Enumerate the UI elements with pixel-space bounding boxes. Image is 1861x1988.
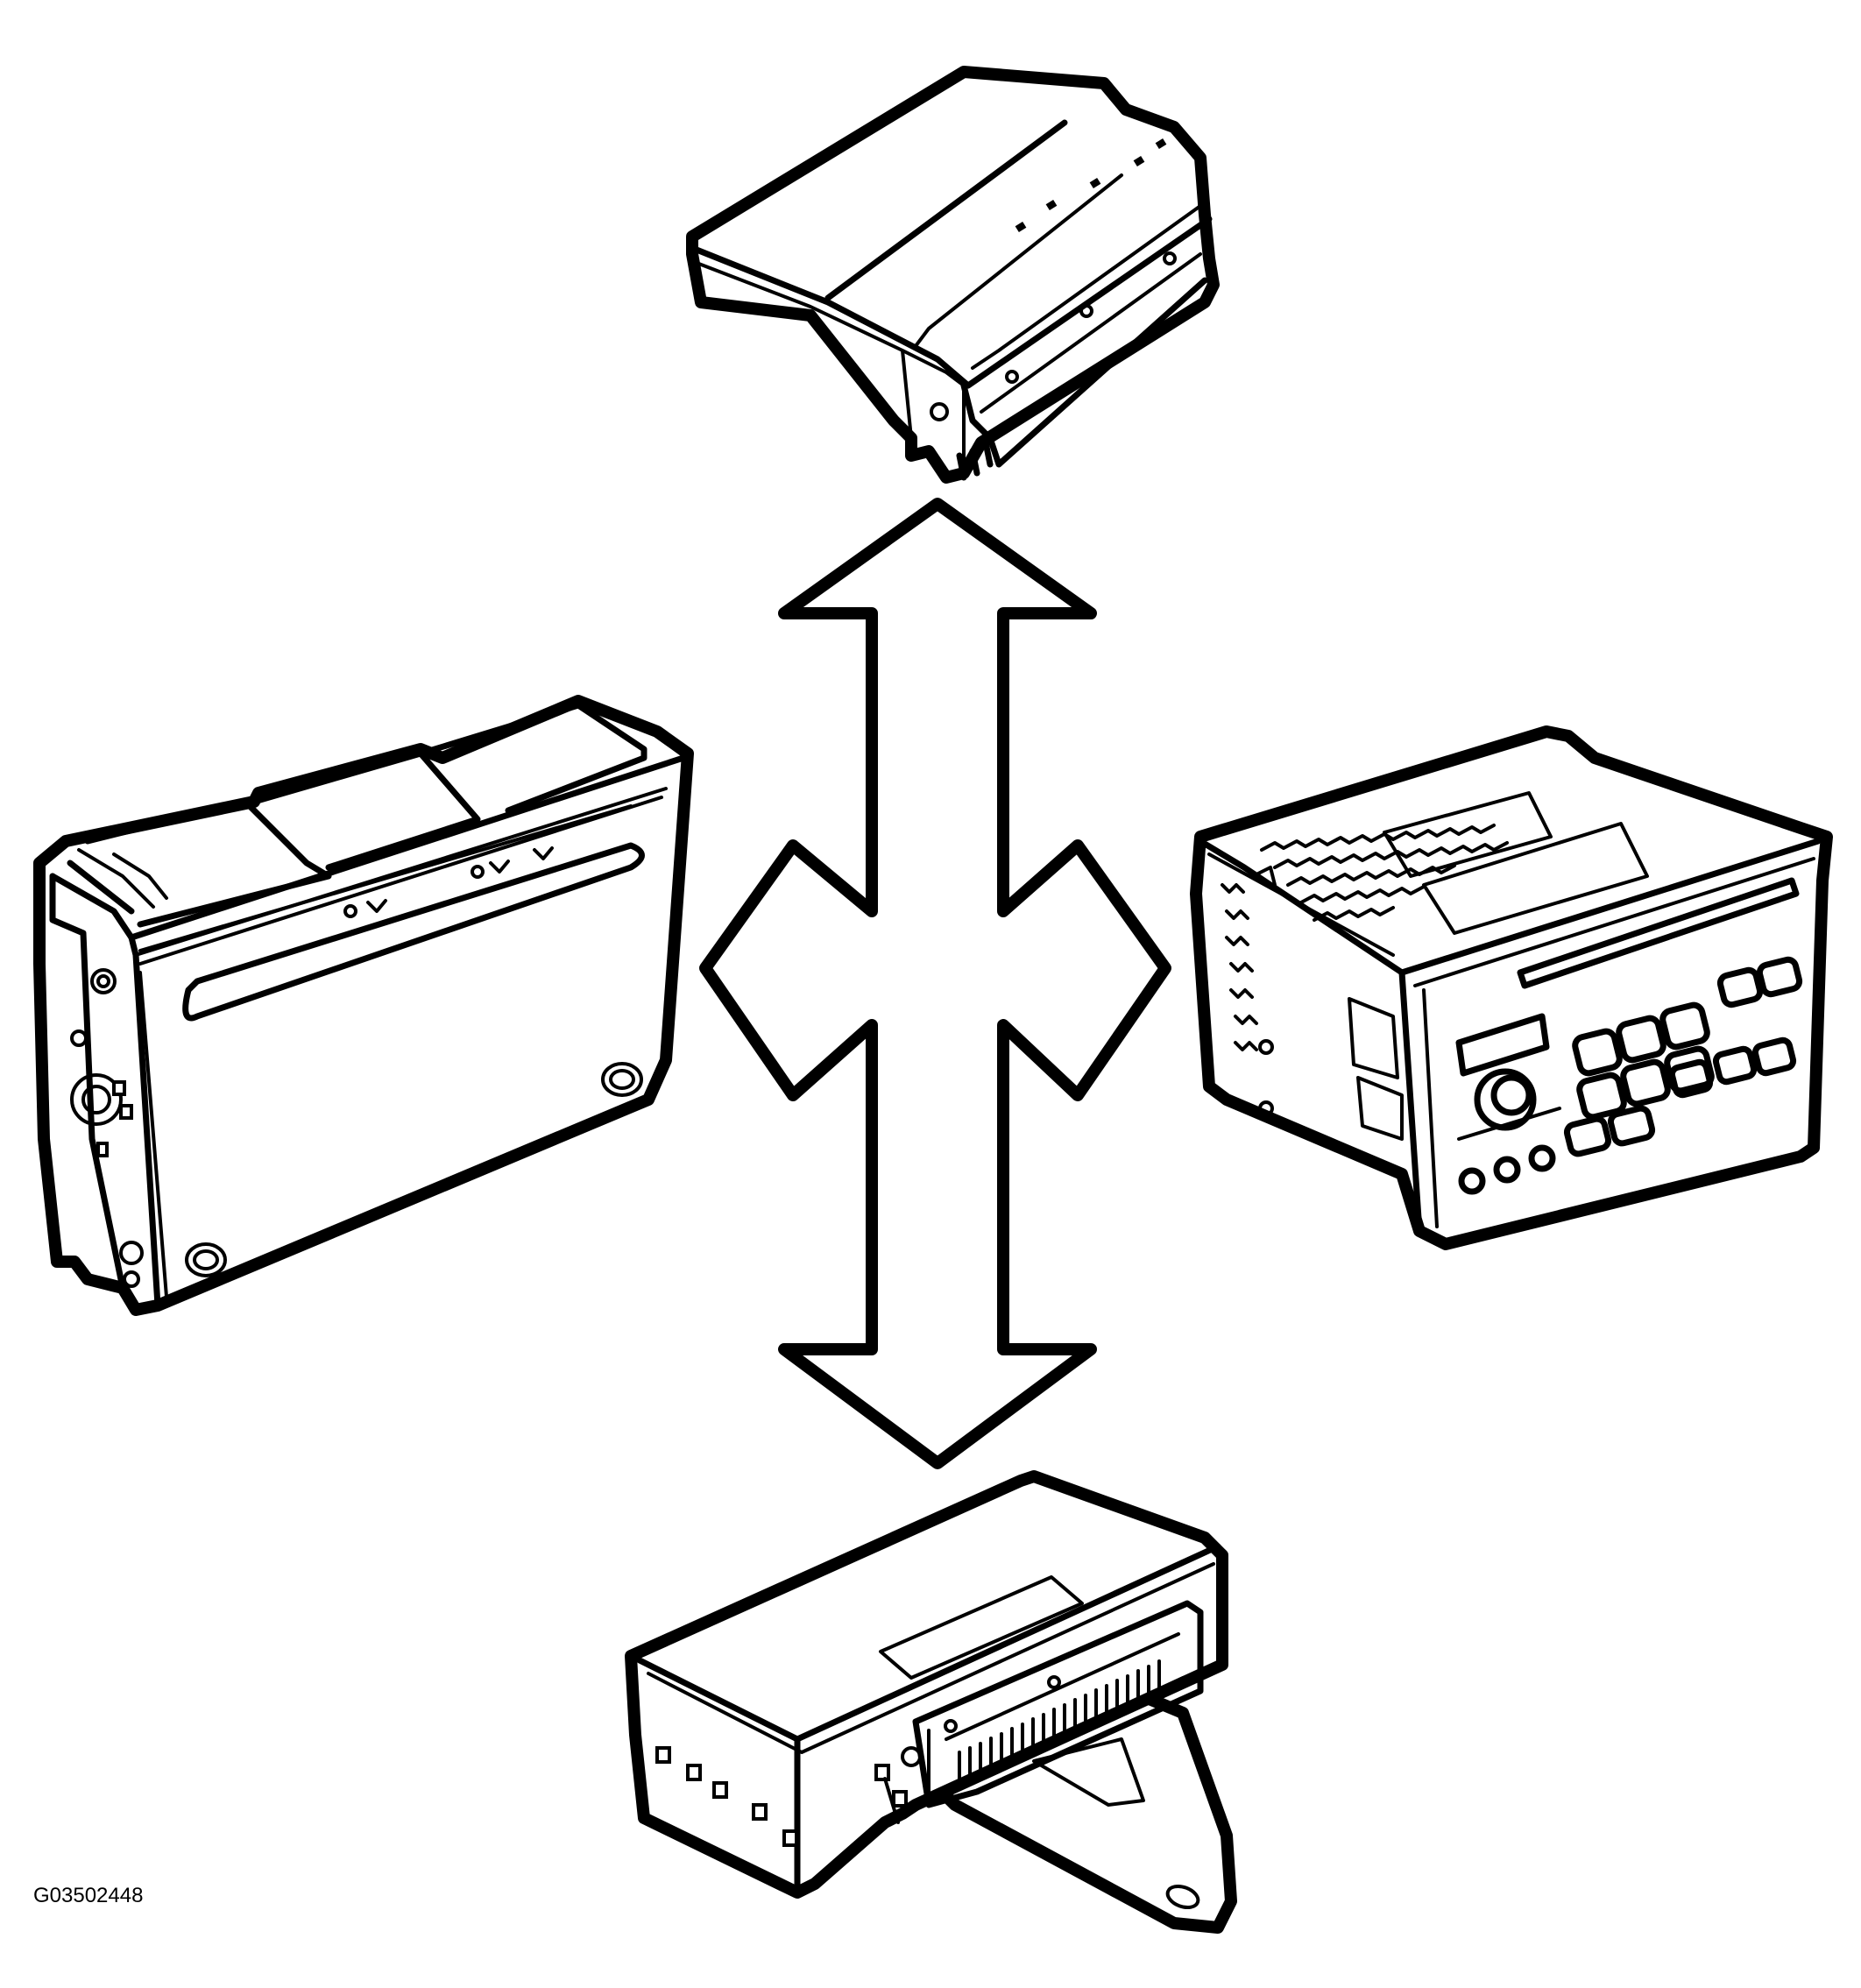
figure-id-label: G03502448 (33, 1884, 144, 1907)
electronic-module-icon (686, 66, 1220, 484)
four-way-arrow-icon (699, 498, 1171, 1469)
disc-changer-icon (33, 695, 694, 1316)
control-module-icon (625, 1470, 1237, 1934)
radio-head-unit-icon (1190, 725, 1833, 1250)
